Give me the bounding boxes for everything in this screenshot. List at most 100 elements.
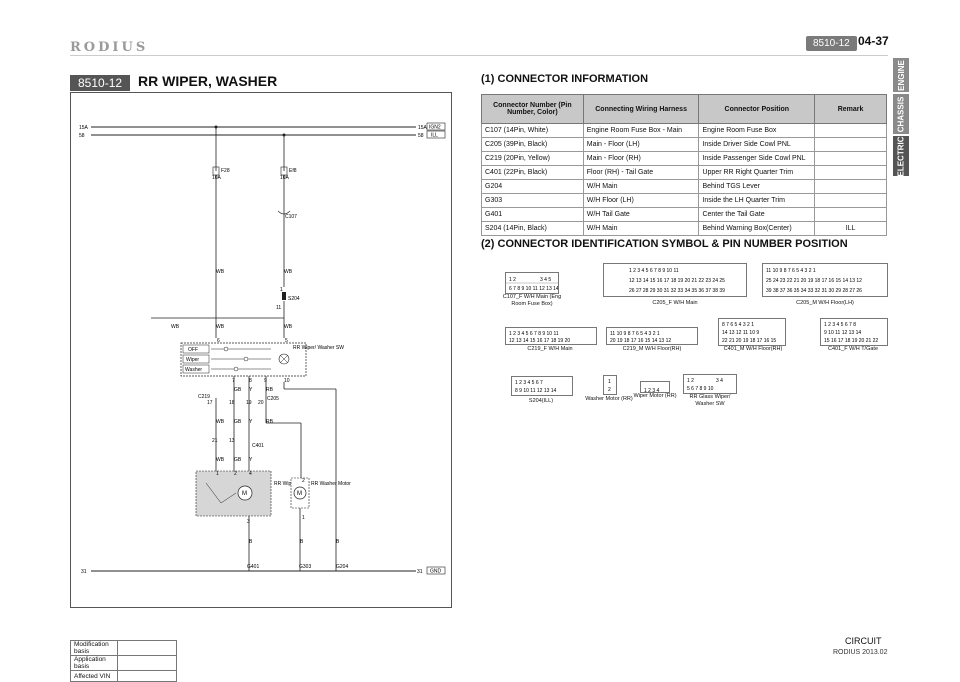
page-code-badge: 8510-12 [806, 36, 857, 51]
switch-state-wiper: Wiper [186, 357, 199, 363]
side-tab-electric[interactable]: ELECTRIC [893, 136, 909, 176]
connector-cell: Engine Room Fuse Box - Main [582, 123, 700, 138]
svg-text:2: 2 [302, 478, 305, 484]
side-tab-chassis[interactable]: CHASSIS [893, 94, 909, 134]
g204-label: G204 [336, 564, 348, 570]
wire-wb-4: WB [216, 324, 225, 330]
header-rule [70, 55, 888, 56]
svg-text:1 2 3 4 5 6 7 8 9 10 11: 1 2 3 4 5 6 7 8 9 10 11 [509, 331, 559, 337]
footer-circuit: CIRCUIT [845, 636, 882, 646]
connector-cell [814, 151, 887, 166]
s204-label: S204 [288, 296, 300, 302]
connector-cell [814, 165, 887, 180]
wire-wb-2: WB [284, 269, 293, 275]
svg-text:13: 13 [229, 438, 235, 444]
rail-15a-label: 15A [79, 125, 89, 131]
connector-cell: Upper RR Right Quarter Trim [698, 165, 816, 180]
svg-text:Y: Y [249, 387, 253, 393]
c219m-caption: C219_M W/H Floor(RH) [622, 346, 682, 352]
ground-right-label: 31 [417, 569, 423, 575]
connector-cell: Behind TGS Lever [698, 179, 816, 194]
connector-cell: Main - Floor (LH) [582, 137, 700, 152]
s204-connector: 1 2 3 4 5 6 7 8 9 10 11 12 13 14 [511, 376, 573, 396]
ill-box-label: ILL [431, 133, 438, 139]
svg-text:6: 6 [217, 338, 220, 344]
wiring-diagram: 15A 58 15A IGN2 58 ILL F28 10A Ef8 10A C… [70, 92, 452, 608]
svg-text:7: 7 [232, 378, 235, 384]
svg-text:19: 19 [246, 400, 252, 406]
svg-text:B: B [300, 539, 304, 545]
section-title: RR WIPER, WASHER [138, 73, 278, 89]
brand-logo: RODIUS [70, 40, 149, 55]
svg-text:Y: Y [249, 457, 253, 463]
side-tab-engine[interactable]: ENGINE [893, 58, 909, 92]
wire-wb-5: WB [284, 324, 293, 330]
c401m-caption: C401_M W/H Floor(RH) [723, 346, 783, 352]
connector-cell: C219 (20Pin, Yellow) [481, 151, 584, 166]
connector-cell: Floor (RH) - Tail Gate [582, 165, 700, 180]
washer-motor-label: RR Washer Motor [311, 481, 351, 487]
svg-text:8 7 6 5 4 3 2 1: 8 7 6 5 4 3 2 1 [722, 322, 754, 328]
connector-cell: G204 [481, 179, 584, 194]
g401-label: G401 [247, 564, 259, 570]
svg-text:22 21 20 19 18 17 16 15: 22 21 20 19 18 17 16 15 [722, 338, 776, 344]
svg-text:3 4: 3 4 [716, 378, 723, 384]
connector-cell: C401 (22Pin, Black) [481, 165, 584, 180]
svg-text:18: 18 [229, 400, 235, 406]
ill-right-label: 58 [418, 133, 424, 139]
switch-state-washer: Washer [185, 367, 202, 373]
footer-modification-basis: Modification basis [70, 640, 118, 656]
ground-left-label: 31 [81, 569, 87, 575]
connector-cell [814, 193, 887, 208]
connector-cell: ILL [814, 221, 887, 236]
svg-text:8: 8 [249, 378, 252, 384]
c205m-connector: 11 10 9 8 7 6 5 4 3 2 1 25 24 23 22 21 2… [762, 263, 888, 297]
svg-text:GB: GB [234, 419, 242, 425]
svg-text:WB: WB [216, 419, 225, 425]
svg-text:1: 1 [608, 379, 611, 385]
svg-text:4: 4 [249, 471, 252, 477]
svg-text:26 27 28 29 30 31 32 33 34 35: 26 27 28 29 30 31 32 33 34 35 36 37 38 3… [629, 288, 725, 294]
connector-cell: W/H Tail Gate [582, 207, 700, 222]
connector-row: C401 (22Pin, Black)Floor (RH) - Tail Gat… [481, 165, 887, 180]
svg-text:1 2: 1 2 [509, 277, 516, 283]
connector-cell: C205 (39Pin, Black) [481, 137, 584, 152]
rail-58-label: 58 [79, 133, 85, 139]
svg-text:25 24 23 22 21 20 19 18 17 16: 25 24 23 22 21 20 19 18 17 16 15 14 13 1… [766, 278, 862, 284]
connector-row: C205 (39Pin, Black)Main - Floor (LH)Insi… [481, 137, 887, 152]
svg-text:39 38 37 36 35 34 33 32 31 30: 39 38 37 36 35 34 33 32 31 30 29 28 27 2… [766, 288, 862, 294]
s204-caption: S204(ILL) [528, 398, 554, 404]
connector-cell: Inside the LH Quarter Trim [698, 193, 816, 208]
connector-row: C107 (14Pin, White)Engine Room Fuse Box … [481, 123, 887, 138]
col-connector-number: Connector Number (Pin Number, Color) [481, 94, 584, 124]
svg-text:8 9 10 11 12 13 14: 8 9 10 11 12 13 14 [515, 388, 557, 394]
svg-text:RB: RB [266, 387, 274, 393]
svg-text:5 6 7 8 9 10: 5 6 7 8 9 10 [687, 386, 714, 392]
connector-cell: S204 (14Pin, Black) [481, 221, 584, 236]
wiring-diagram-svg: 15A 58 15A IGN2 58 ILL F28 10A Ef8 10A C… [79, 122, 446, 575]
wire-wb-3: WB [171, 324, 180, 330]
svg-text:12 13 14 15 16 17 18 19 20 21: 12 13 14 15 16 17 18 19 20 21 22 23 24 2… [629, 278, 725, 284]
ign2-box-label: IGN2 [429, 125, 441, 131]
col-wiring-harness: Connecting Wiring Harness [582, 94, 700, 124]
connector-cell [814, 207, 887, 222]
connector-cell [814, 137, 887, 152]
svg-text:1 2 3 4 5 6 7 8 9 10 11: 1 2 3 4 5 6 7 8 9 10 11 [629, 268, 679, 274]
glass-switch-caption: RR Glass Wiper/ Washer SW [689, 394, 731, 407]
svg-text:21: 21 [212, 438, 218, 444]
connector-cell [814, 179, 887, 194]
svg-text:GB: GB [234, 457, 242, 463]
svg-text:9: 9 [264, 378, 267, 384]
col-position: Connector Position [698, 94, 816, 124]
connector-info-table: Connector Number (Pin Number, Color) Con… [481, 94, 887, 236]
wire-wb-1: WB [216, 269, 225, 275]
g303-label: G303 [299, 564, 311, 570]
c219f-connector: 1 2 3 4 5 6 7 8 9 10 11 12 13 14 15 16 1… [505, 327, 597, 345]
svg-text:15 16 17 18 19 20 21 22: 15 16 17 18 19 20 21 22 [824, 338, 878, 344]
svg-text:1 2: 1 2 [687, 378, 694, 384]
c401-label: C401 [252, 443, 264, 449]
svg-text:Y: Y [249, 419, 253, 425]
